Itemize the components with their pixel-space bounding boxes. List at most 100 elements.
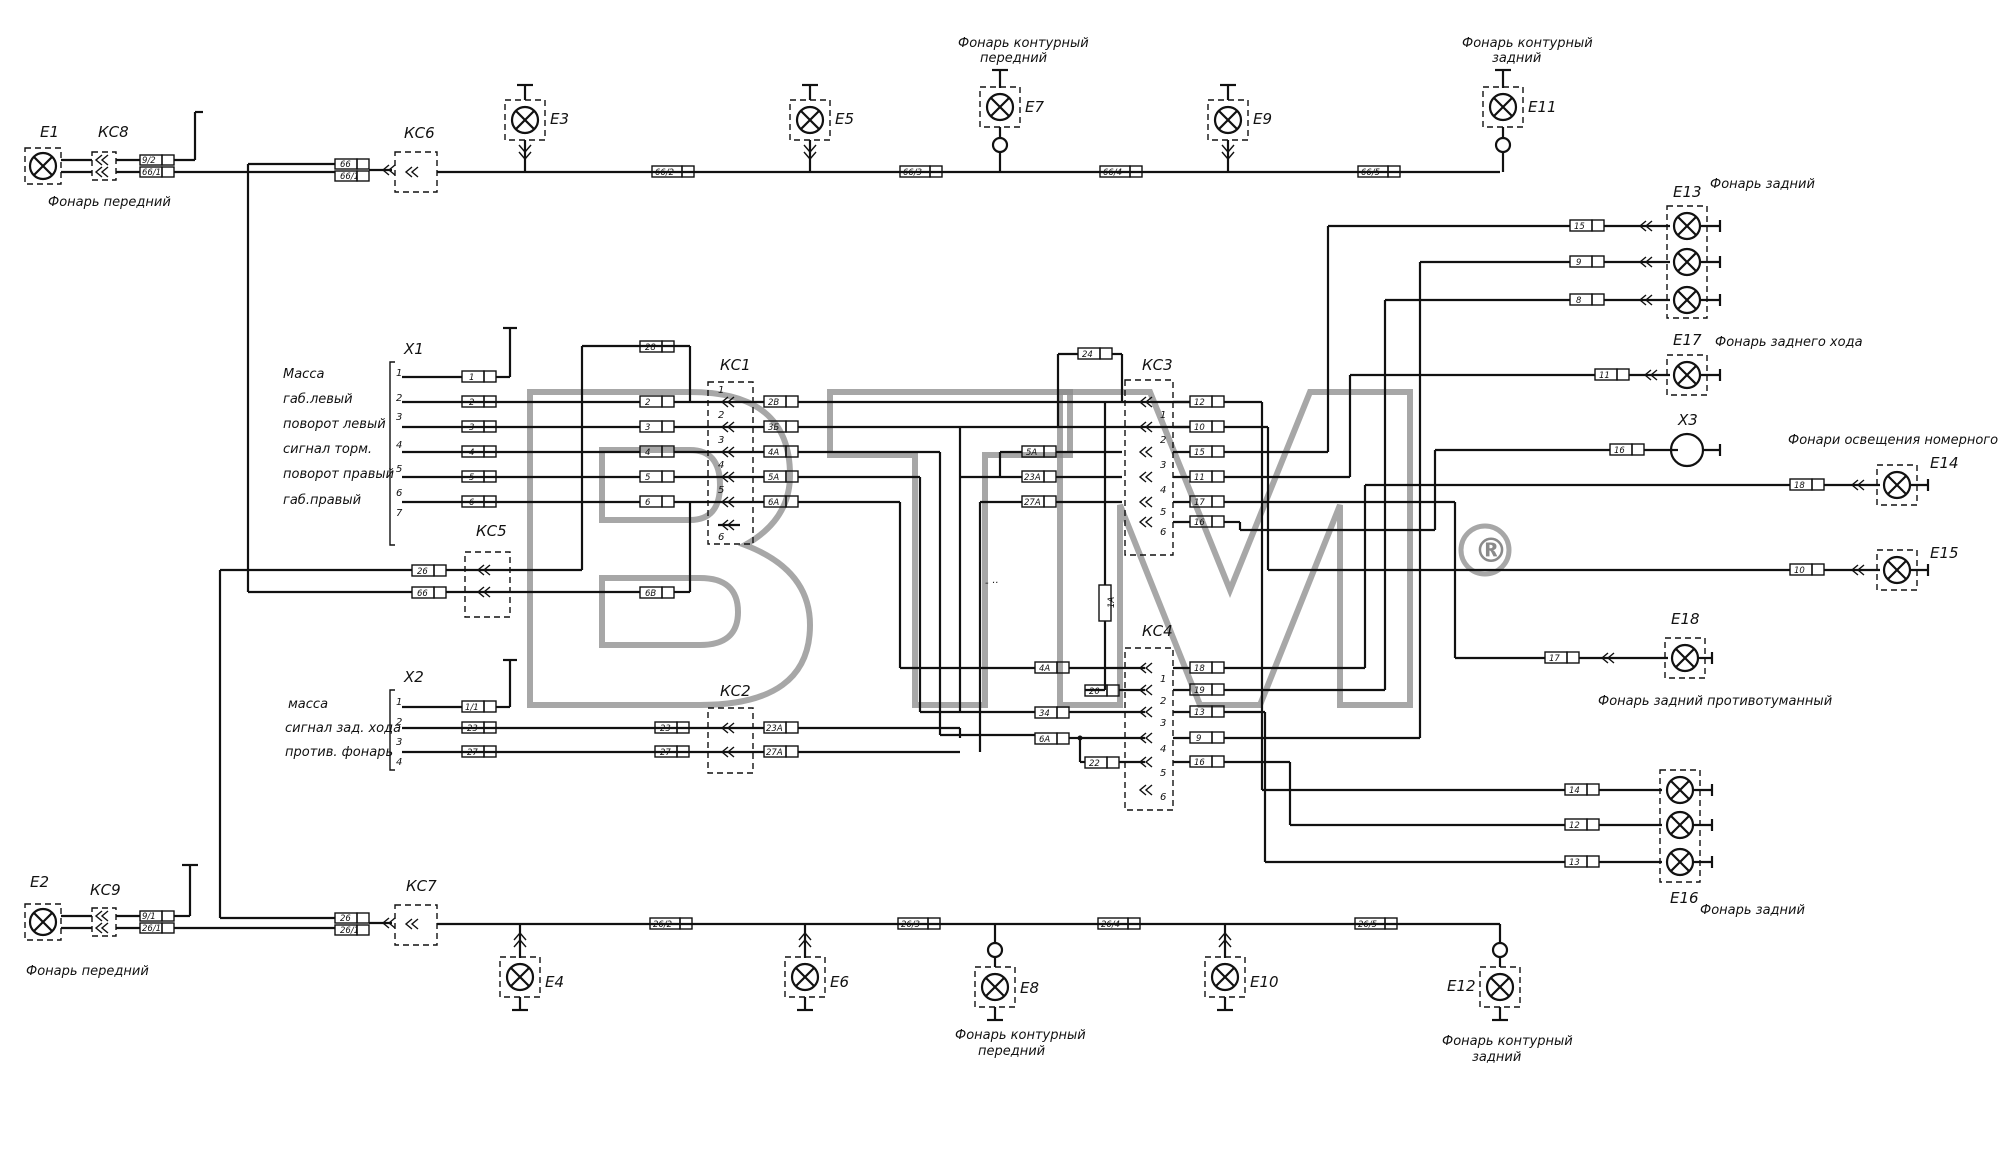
right-side-wiring: 15 9 8 11 16 18 10 17 14 12 13 bbox=[1224, 219, 1880, 868]
svg-text:4: 4 bbox=[1160, 485, 1166, 496]
svg-text:4: 4 bbox=[469, 448, 474, 458]
svg-text:5: 5 bbox=[645, 473, 650, 483]
x1-tags-left: 2 3 4 5 6 bbox=[461, 395, 497, 508]
svg-text:5: 5 bbox=[396, 464, 402, 475]
lamp-e12: E12 Фонарь контурный задний bbox=[1442, 924, 1573, 1065]
svg-text:26/5: 26/5 bbox=[1358, 920, 1377, 930]
svg-text:66: 66 bbox=[417, 589, 428, 599]
label-e4: E4 bbox=[545, 973, 564, 991]
svg-text:5: 5 bbox=[1160, 507, 1166, 518]
label-e12: E12 bbox=[1447, 977, 1476, 995]
label-x3: X3 bbox=[1677, 411, 1698, 429]
svg-text:2: 2 bbox=[1160, 435, 1166, 446]
label-e7: E7 bbox=[1025, 98, 1044, 116]
label-e15: E15 bbox=[1930, 544, 1959, 562]
svg-text:6: 6 bbox=[396, 488, 402, 499]
kc4-connector: КС4 123 456 18 19 13 9 16 bbox=[1124, 622, 1225, 811]
x2-signal: против. фонарь bbox=[285, 745, 393, 760]
svg-text:11: 11 bbox=[1194, 473, 1205, 483]
svg-text:16: 16 bbox=[1194, 758, 1205, 768]
label-kc6: КС6 bbox=[404, 124, 435, 142]
svg-text:5А: 5А bbox=[768, 473, 779, 483]
svg-text:26/2: 26/2 bbox=[653, 920, 672, 930]
svg-text:2В: 2В bbox=[768, 398, 779, 408]
label-e5: E5 bbox=[835, 110, 854, 128]
svg-text:10: 10 bbox=[1194, 423, 1205, 433]
svg-text:26/3: 26/3 bbox=[901, 920, 920, 930]
svg-text:5: 5 bbox=[718, 485, 724, 496]
svg-text:18: 18 bbox=[1194, 664, 1205, 674]
svg-text:66/1: 66/1 bbox=[340, 172, 359, 182]
kc3-out-tags: 12 10 15 11 17 16 bbox=[1189, 395, 1225, 528]
kc4-out-tags: 18 19 13 9 16 bbox=[1189, 661, 1225, 768]
caption-e18: Фонарь задний противотуманный bbox=[1598, 694, 1832, 709]
x1-signal: сигнал торм. bbox=[283, 442, 372, 457]
svg-text:9: 9 bbox=[1196, 734, 1201, 744]
svg-text:66/3: 66/3 bbox=[903, 168, 922, 178]
central-routing: 5А 23А 27А 4А 34 6А 22 1А 20 - ·· bbox=[798, 400, 1190, 769]
lamp-e4: E4 bbox=[499, 924, 564, 1012]
svg-text:66/2: 66/2 bbox=[655, 168, 674, 178]
svg-text:13: 13 bbox=[1194, 708, 1205, 718]
svg-text:5: 5 bbox=[1160, 768, 1166, 779]
lamp-e17: E17 Фонарь заднего хода bbox=[1666, 331, 1863, 396]
lamp-e10: E10 bbox=[1204, 924, 1279, 1012]
svg-text:9/1: 9/1 bbox=[142, 912, 156, 922]
svg-text:14: 14 bbox=[1569, 786, 1580, 796]
label-kc8: КС8 bbox=[98, 123, 129, 141]
svg-text:4: 4 bbox=[718, 460, 724, 471]
label-e17: E17 bbox=[1673, 331, 1702, 349]
svg-text:16: 16 bbox=[1194, 518, 1205, 528]
svg-text:4: 4 bbox=[396, 440, 402, 451]
lamp-e14: E14 Фонари освещения номерного знака bbox=[1788, 433, 2000, 506]
svg-text:10: 10 bbox=[1794, 566, 1805, 576]
svg-text:66/4: 66/4 bbox=[1103, 168, 1122, 178]
svg-text:1: 1 bbox=[396, 697, 402, 708]
label-e10: E10 bbox=[1250, 973, 1279, 991]
svg-text:23: 23 bbox=[467, 724, 478, 734]
svg-text:4: 4 bbox=[1160, 744, 1166, 755]
connector-x3: X3 bbox=[1669, 411, 1722, 468]
svg-text:12: 12 bbox=[1194, 398, 1205, 408]
x1-tags-right: 2 3 4 5 6 bbox=[639, 395, 675, 508]
svg-text:3: 3 bbox=[469, 423, 474, 433]
svg-text:1: 1 bbox=[469, 373, 474, 383]
bottom-front-lamp-group: E2 Фонарь передний КС9 9/126/1 bbox=[24, 863, 335, 979]
svg-text:3: 3 bbox=[396, 412, 402, 423]
svg-text:3: 3 bbox=[1160, 718, 1166, 729]
label-kc7: КС7 bbox=[406, 877, 437, 895]
x1-signal: габ.левый bbox=[283, 392, 353, 407]
label-e11: E11 bbox=[1528, 98, 1557, 116]
label-e16: E16 bbox=[1670, 889, 1699, 907]
svg-text:24: 24 bbox=[1082, 350, 1093, 360]
label-kc3: КС3 bbox=[1142, 356, 1173, 374]
watermark: ® bbox=[527, 389, 1512, 708]
svg-text:27: 27 bbox=[467, 748, 478, 758]
label-x1: X1 bbox=[403, 340, 424, 358]
svg-text:66: 66 bbox=[340, 160, 351, 170]
svg-text:1/1: 1/1 bbox=[465, 703, 479, 713]
x2-signal: сигнал зад. хода bbox=[285, 721, 401, 736]
caption-e12: Фонарь контурный bbox=[1442, 1034, 1573, 1049]
svg-text:6А: 6А bbox=[768, 498, 779, 508]
svg-text:9: 9 bbox=[1576, 258, 1581, 268]
svg-text:2: 2 bbox=[645, 398, 650, 408]
caption-e2: Фонарь передний bbox=[26, 964, 149, 979]
svg-text:26: 26 bbox=[417, 567, 428, 577]
svg-text:27А: 27А bbox=[1024, 498, 1041, 508]
label-e18: E18 bbox=[1671, 610, 1700, 628]
label-e6: E6 bbox=[830, 973, 849, 991]
svg-text:23А: 23А bbox=[766, 724, 783, 734]
wire-tag: 9/2 bbox=[142, 156, 156, 166]
x2-signal: масса bbox=[288, 697, 328, 712]
lamp-e6: E6 bbox=[784, 924, 849, 1012]
label-e8: E8 bbox=[1020, 979, 1039, 997]
label-kc4: КС4 bbox=[1142, 622, 1173, 640]
wire-tags-top: 66/2 66/3 66/4 66/5 bbox=[651, 165, 1401, 178]
svg-text:26: 26 bbox=[340, 914, 351, 924]
label-e9: E9 bbox=[1253, 110, 1272, 128]
label-e13: E13 bbox=[1673, 183, 1702, 201]
svg-text:1: 1 bbox=[1160, 674, 1166, 685]
svg-text:2: 2 bbox=[469, 398, 474, 408]
